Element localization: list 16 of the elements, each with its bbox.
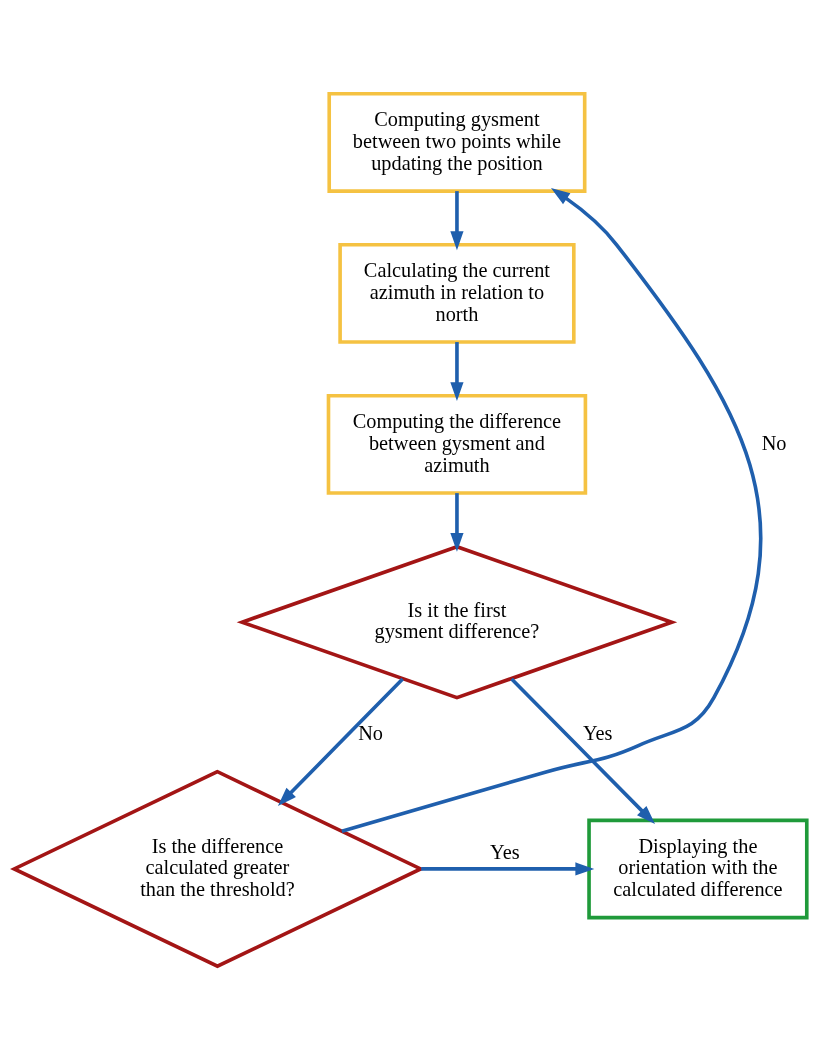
edge-label: Yes (582, 721, 613, 744)
arrow (450, 492, 464, 552)
arrow (450, 190, 464, 250)
arrow (277, 677, 404, 806)
edge-label: No (358, 721, 383, 744)
arrow (450, 341, 464, 401)
arrow (510, 677, 656, 824)
edge-label: No (761, 431, 787, 454)
arrow (421, 861, 595, 876)
node-box: Calculating the current azimuth in relation to north (338, 242, 576, 344)
node-diamond: Is it the first gysment difference? (236, 544, 678, 700)
edge-label: Yes (490, 840, 520, 863)
node-box: Computing gysment between two points while updating the position (327, 91, 587, 193)
node-box: Computing the difference between gysment and azimuth (326, 393, 588, 495)
arrow (341, 187, 763, 833)
node-box: Displaying the orientation with the calculated difference (587, 818, 809, 919)
